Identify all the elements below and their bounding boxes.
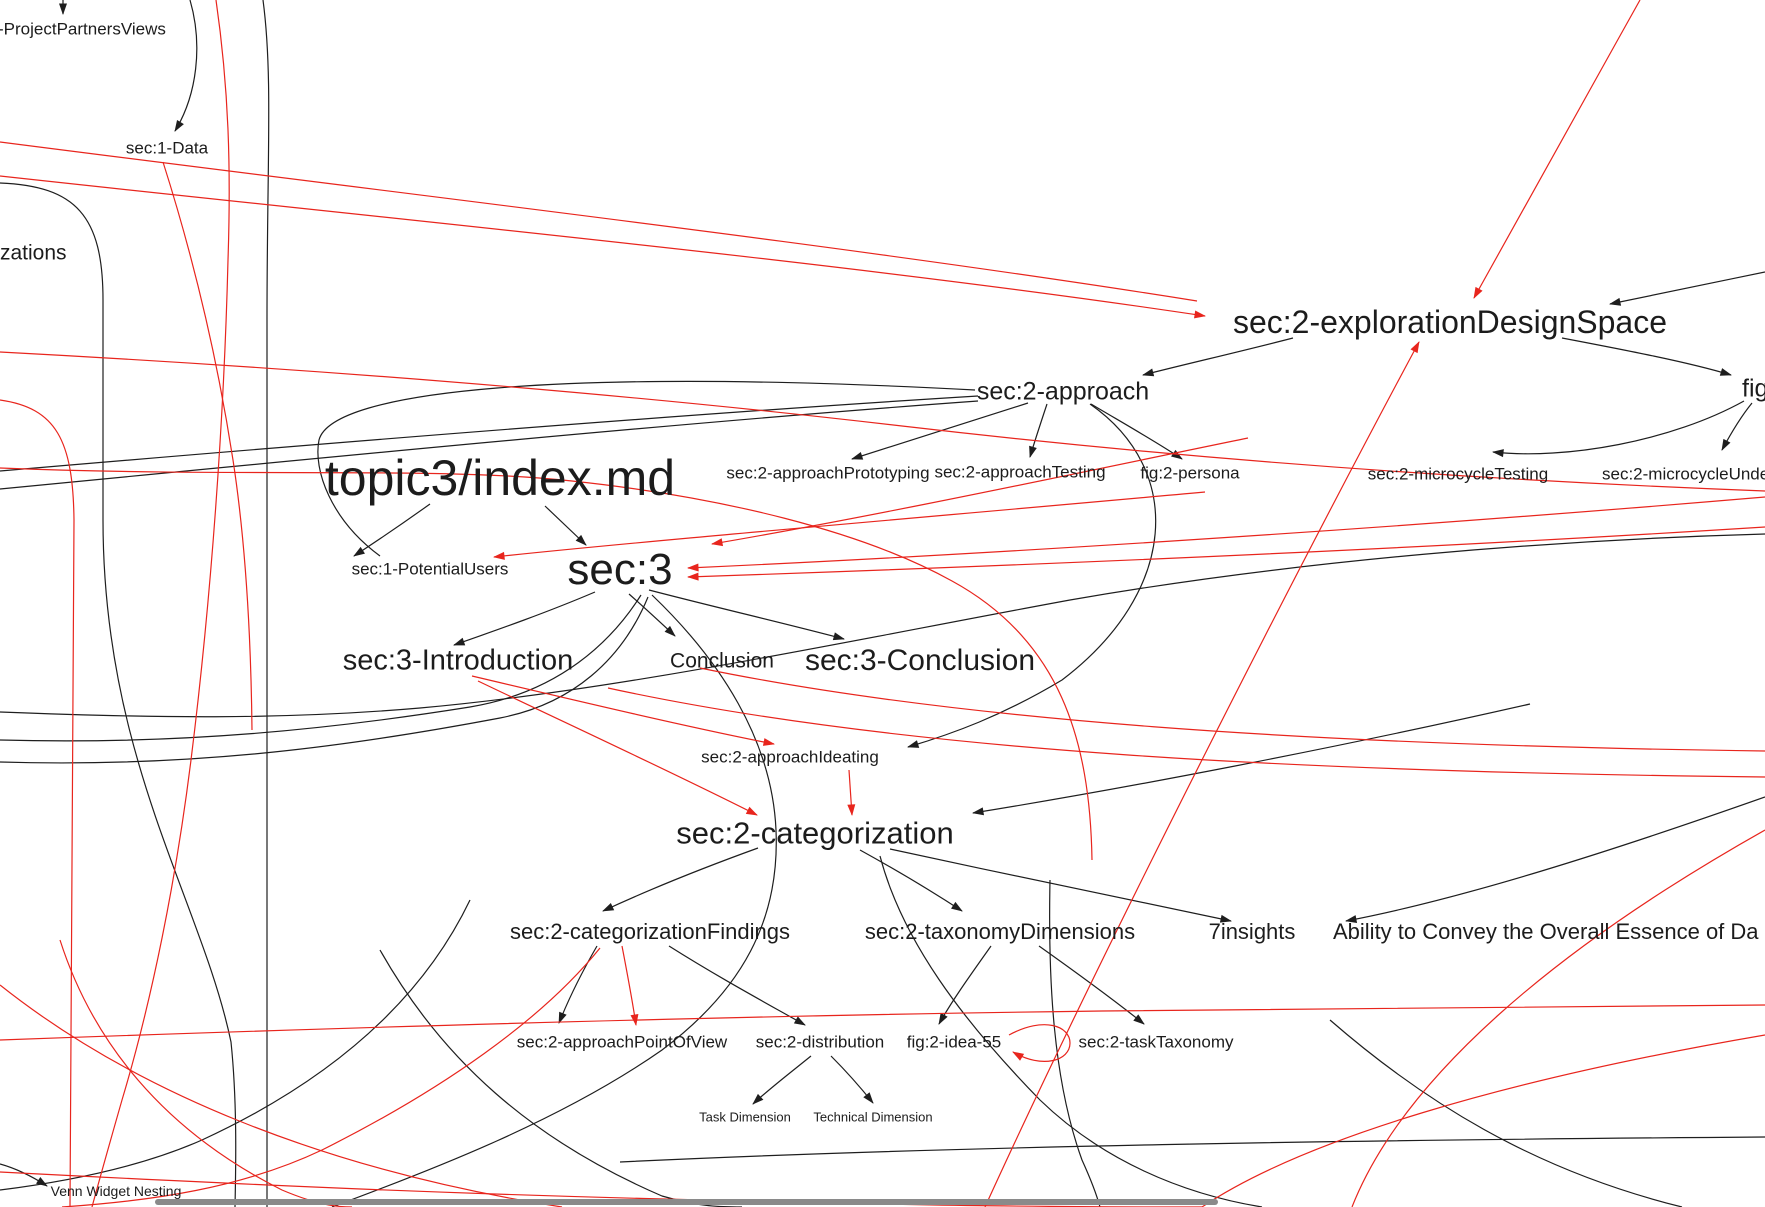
- node-sec-3[interactable]: sec:3: [567, 545, 673, 594]
- node-sec-2-categorization[interactable]: sec:2-categorization: [676, 815, 954, 851]
- node-fig-2-idea-55[interactable]: fig:2-idea-55: [906, 1032, 1002, 1052]
- edge-to-ability-convey: [1345, 796, 1765, 923]
- edge-sec-2-approach-to-sec-2-approach-prototyping: [851, 402, 1029, 460]
- edge-sec-2-distribution-to-task-dimension: [752, 1055, 812, 1105]
- edge-to-sec-2-exploration-design-space: [1609, 271, 1765, 306]
- edge-sec-3-introduction-to-sec-2-approach-ideating: [471, 675, 775, 746]
- edge-sec-3-to-conclusion: [628, 593, 676, 637]
- node-technical-dimension[interactable]: Technical Dimension: [813, 1109, 933, 1125]
- node-sec-3-introduction[interactable]: sec:3-Introduction: [342, 644, 574, 677]
- edge-stroke-69: [1201, 1034, 1765, 1207]
- edge-to-sec-3: [0, 594, 642, 742]
- edge-stroke-66: [91, 0, 230, 1207]
- node-sec-2-microcycle-testing[interactable]: sec:2-microcycleTesting: [1367, 464, 1549, 484]
- node-sec-3-conclusion[interactable]: sec:3-Conclusion: [804, 644, 1036, 677]
- node-zations[interactable]: zations: [0, 241, 67, 265]
- edge-stroke-37: [1049, 879, 1101, 1207]
- node-sec-2-microcycle-unders[interactable]: sec:2-microcycleUnders: [1602, 464, 1765, 484]
- edge-to-sec-3: [687, 526, 1765, 581]
- edge-stroke-61: [0, 984, 563, 1207]
- edge-to-sec-1-potential-users: [493, 491, 1206, 560]
- edge-to-sec-2-categorization: [972, 703, 1531, 816]
- edge-stroke-36: [317, 380, 976, 557]
- edge-sec-2-approach-to-sec-2-approach-ideating: [907, 403, 1157, 748]
- edge-sec-3-to-offscreen: [331, 594, 777, 1207]
- edge-stroke-58: [699, 667, 1765, 752]
- edge-stroke-60: [59, 939, 353, 1207]
- edge-to-sec-2-exploration-design-space: [1473, 0, 1641, 299]
- edge-sec-2-categorization-findings-to-sec-2-approach-point-of-view: [558, 945, 598, 1024]
- edge-stroke-56: [0, 351, 1765, 492]
- edge-stroke-65: [0, 399, 75, 1207]
- node-sec-2-approach-point-of-view[interactable]: sec:2-approachPointOfView: [516, 1032, 728, 1052]
- edge-stroke-63: [0, 1004, 1765, 1041]
- edge-topic3-index-to-sec-3: [544, 505, 587, 546]
- edge-sec-3-to-sec-3-introduction: [453, 591, 596, 646]
- edge-stroke-42: [1329, 1019, 1683, 1207]
- edge-sec-3-to-sec-3-conclusion: [648, 589, 845, 641]
- edge-sec-2-categorization-findings-to-offscreen: [61, 947, 601, 1207]
- node-sec-2-approach-ideating[interactable]: sec:2-approachIdeating: [701, 747, 879, 767]
- node-sec-1-data[interactable]: sec:1-Data: [125, 138, 209, 158]
- edge-to-sec-2-exploration-design-space: [0, 141, 1198, 302]
- node-sec-1-potential-users[interactable]: sec:1-PotentialUsers: [351, 559, 509, 579]
- edge-sec-2-categorization-to-seven-insights: [889, 848, 1232, 923]
- edge-topic3-index-to-sec-1-potential-users: [353, 503, 431, 557]
- edge-sec-2-categorization-to-sec-2-categorization-findings: [602, 847, 759, 912]
- node-venn-widget-nesting[interactable]: Venn Widget Nesting: [50, 1183, 182, 1199]
- edge-to-sec-2-exploration-design-space: [0, 175, 1206, 319]
- horizontal-scrollbar[interactable]: [155, 1199, 1218, 1205]
- edge-sec-2-taxonomy-dimensions-to-sec-2-task-taxonomy: [1038, 945, 1145, 1025]
- node-fig-2-persona[interactable]: fig:2-persona: [1140, 463, 1240, 483]
- node-sec-2-approach[interactable]: sec:2-approach: [976, 377, 1150, 406]
- edge-sec-2-approach-to-offscreen: [0, 400, 979, 490]
- node-sec-2-approach-testing[interactable]: sec:2-approachTesting: [934, 462, 1106, 482]
- node-sec-2-exploration-design-space[interactable]: sec:2-explorationDesignSpace: [1232, 304, 1668, 340]
- node-sec-2-taxonomy-dimensions[interactable]: sec:2-taxonomyDimensions: [864, 919, 1136, 944]
- edge-sec-2-exploration-design-space-to-fig: [1561, 337, 1732, 376]
- edge-sec-2-approach-ideating-to-sec-2-categorization: [847, 769, 856, 816]
- node-seven-insights[interactable]: 7insights: [1208, 919, 1296, 944]
- edge-stroke-39: [619, 1136, 1765, 1163]
- edge-stroke-57: [0, 467, 1093, 861]
- edge-fig-to-sec-2-microcycle-testing: [1492, 400, 1745, 458]
- edge-sec-1-data-to-offscreen: [162, 161, 253, 731]
- node-fig[interactable]: fig: [1742, 374, 1765, 403]
- edge-stroke-30: [262, 0, 270, 1207]
- node-task-dimension[interactable]: Task Dimension: [699, 1109, 791, 1125]
- edge-fig-2-idea-55-to-fig-2-idea-55: [1008, 1024, 1071, 1062]
- edge-to-sec-1-data: [174, 0, 198, 132]
- edge-sec-2-categorization-findings-to-sec-2-distribution: [668, 945, 806, 1026]
- edge-to-sec-3: [0, 596, 649, 764]
- edge-sec-3-introduction-to-sec-2-categorization: [477, 680, 758, 816]
- edge-sec-2-categorization-to-offscreen: [879, 855, 1263, 1207]
- edge-sec-2-categorization-to-sec-2-taxonomy-dimensions: [859, 849, 963, 912]
- edge-to-sec-3: [687, 496, 1765, 572]
- edge-to-venn-widget-nesting: [0, 1163, 48, 1187]
- edge-sec-2-approach-to-offscreen: [0, 395, 979, 472]
- edge-fig-to-sec-2-microcycle-unders: [1721, 402, 1753, 451]
- node-sec-2-categorization-findings[interactable]: sec:2-categorizationFindings: [509, 919, 791, 944]
- node-conclusion[interactable]: Conclusion: [670, 649, 774, 673]
- node-sec-2-distribution[interactable]: sec:2-distribution: [755, 1032, 885, 1052]
- edge-sec-2-taxonomy-dimensions-to-fig-2-idea-55: [938, 945, 992, 1025]
- edge-sec-2-exploration-design-space-to-sec-2-approach: [1142, 337, 1294, 377]
- edge-sec-2-approach-to-sec-2-approach-testing: [1029, 403, 1048, 458]
- edge-stroke-31: [0, 182, 237, 1207]
- node-project-partners-views[interactable]: -ProjectPartnersViews: [0, 19, 166, 39]
- edge-to-sec-3: [711, 437, 1249, 547]
- node-sec-2-approach-prototyping[interactable]: sec:2-approachPrototyping: [726, 463, 930, 483]
- edge-sec-2-categorization-findings-to-sec-2-approach-point-of-view: [621, 945, 639, 1026]
- node-sec-2-task-taxonomy[interactable]: sec:2-taskTaxonomy: [1078, 1032, 1234, 1052]
- edge-stroke-40: [379, 949, 743, 1207]
- node-topic3-index[interactable]: topic3/index.md: [324, 450, 676, 506]
- edge-stroke-68: [1351, 829, 1765, 1207]
- edge-stroke-34: [0, 533, 1765, 718]
- node-ability-convey[interactable]: Ability to Convey the Overall Essence of…: [1333, 919, 1759, 944]
- edge-sec-2-distribution-to-technical-dimension: [830, 1055, 874, 1104]
- edge-stroke-59: [607, 687, 1765, 778]
